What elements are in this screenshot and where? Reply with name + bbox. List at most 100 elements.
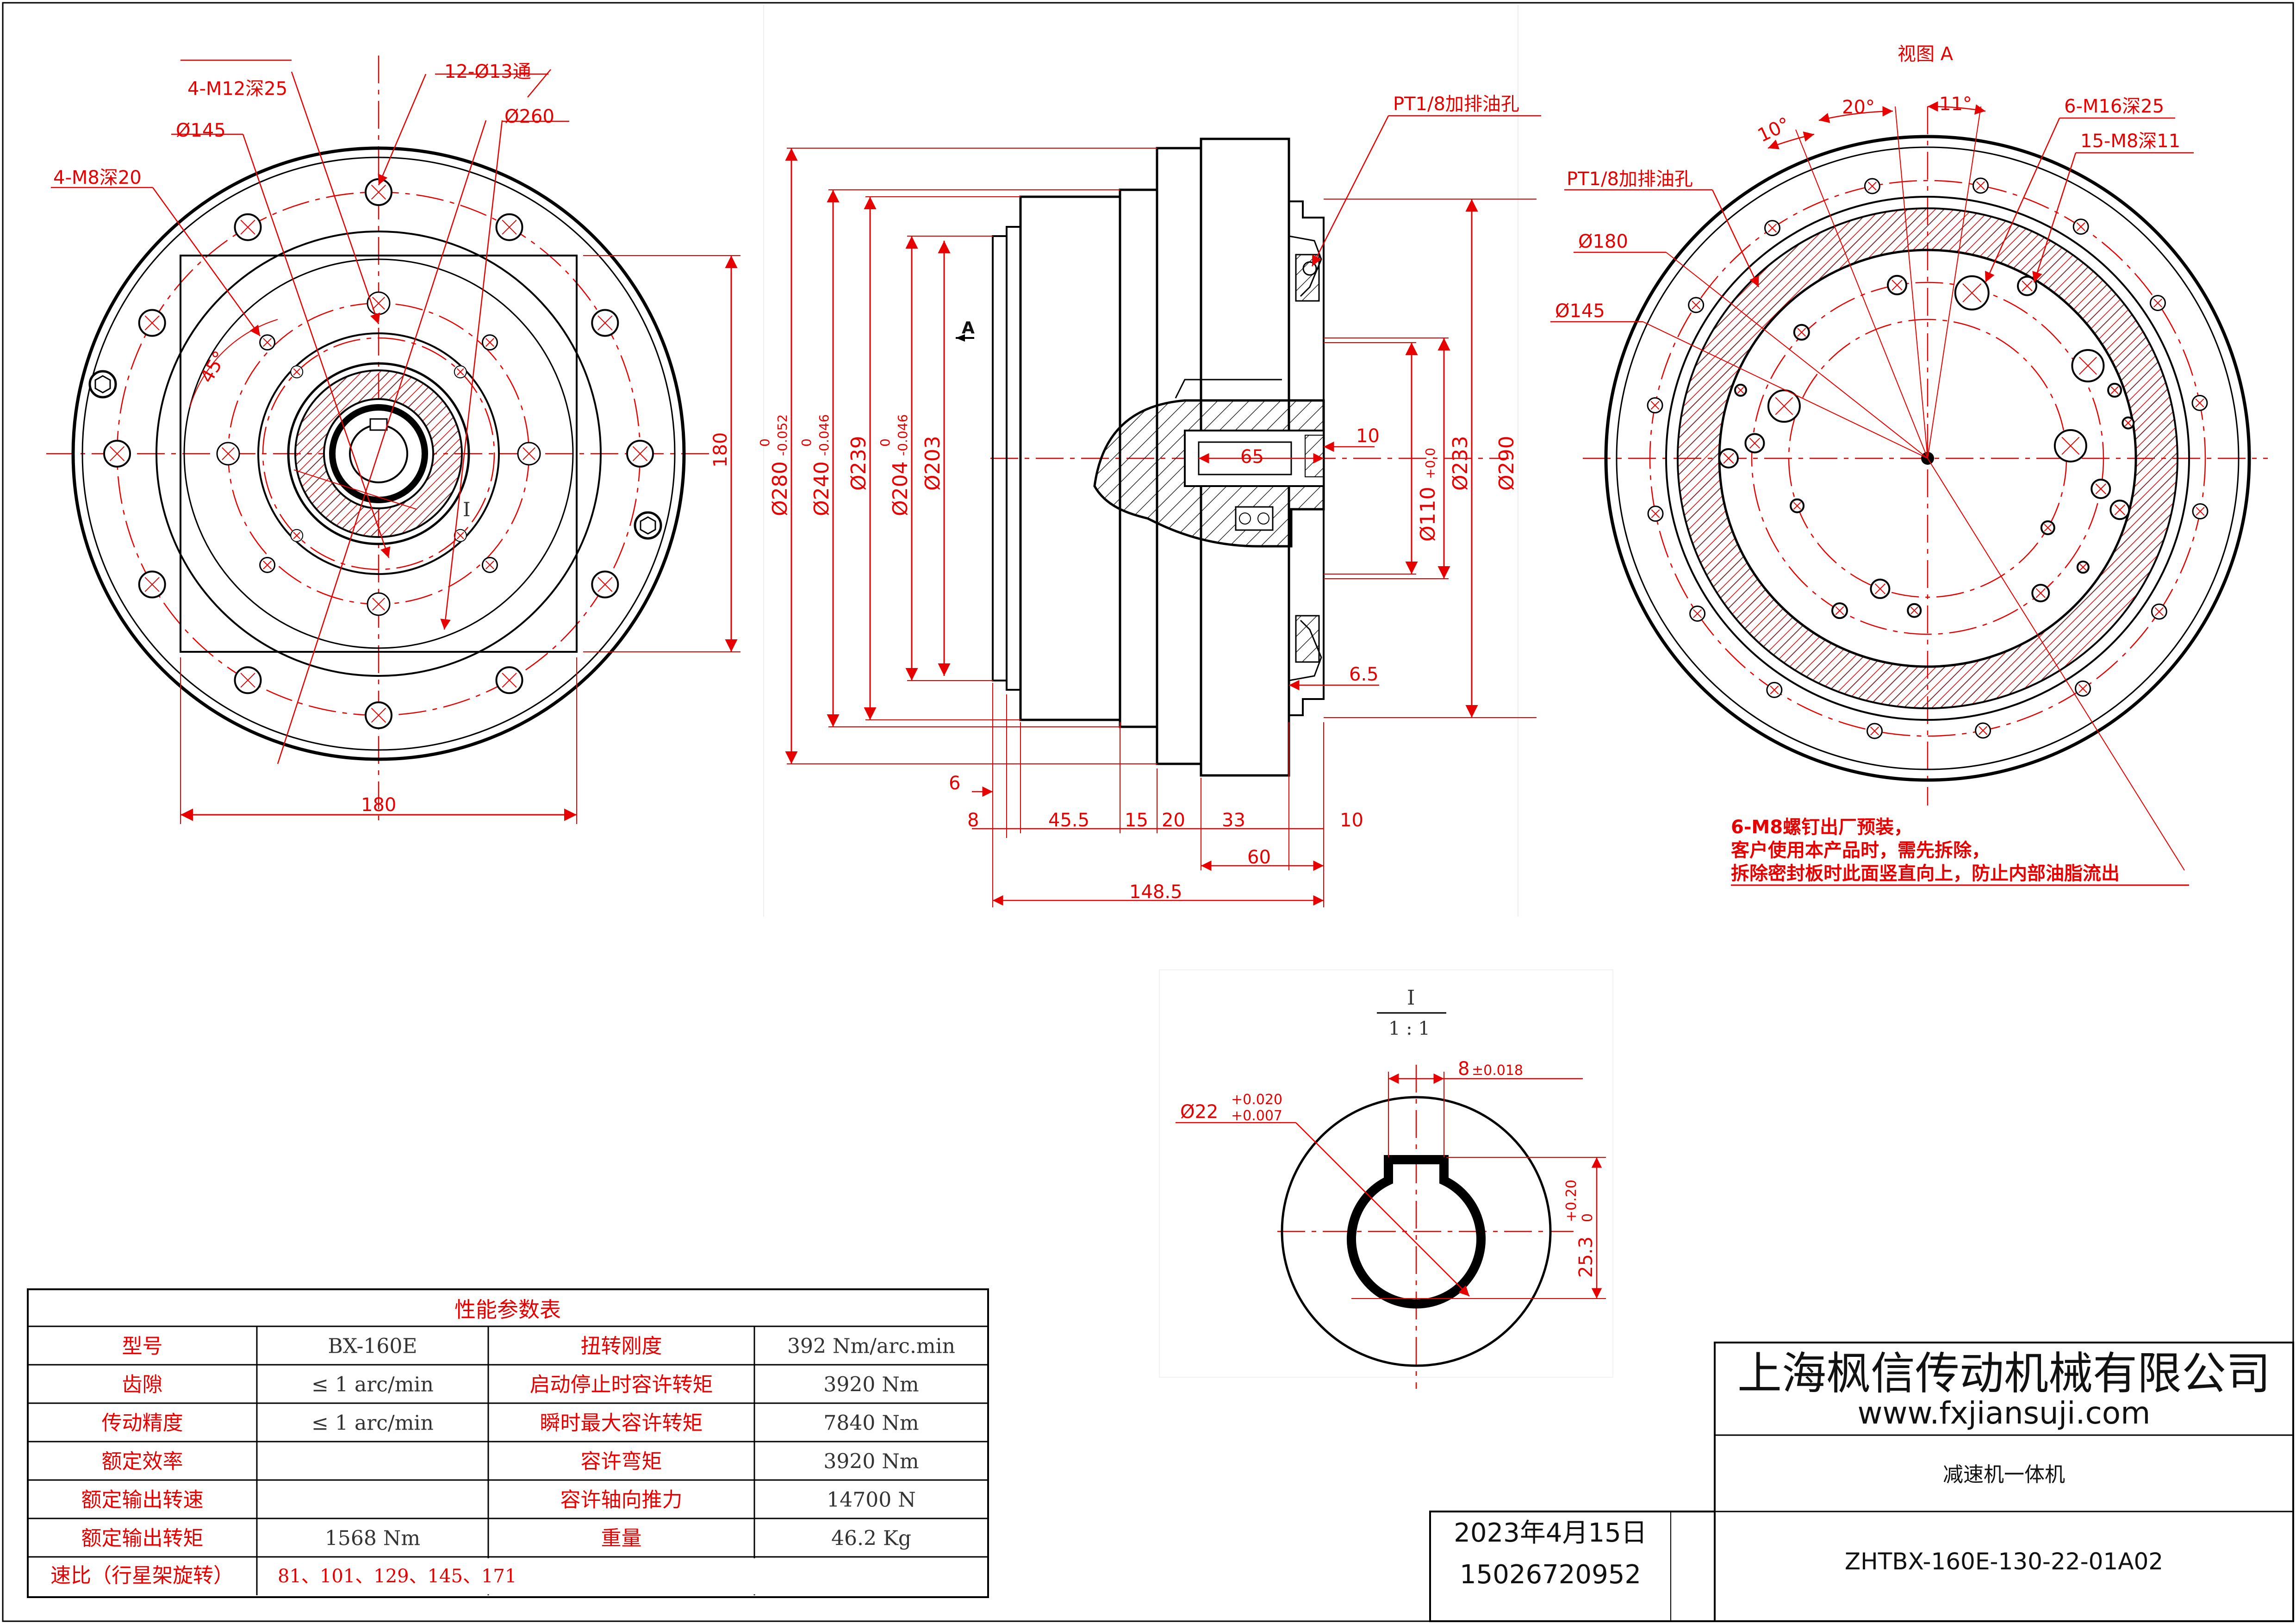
bore-dia-label: Ø22 bbox=[1180, 1101, 1218, 1123]
drawing-date: 2023年4月15日 bbox=[1454, 1518, 1647, 1548]
table-cell: 容许弯矩 bbox=[581, 1450, 662, 1474]
note-line-2: 客户使用本产品时，需先拆除， bbox=[1731, 840, 1990, 861]
dim-d240-tol-upper: 0 bbox=[799, 438, 814, 447]
mounting-hole bbox=[1907, 603, 1922, 618]
mounting-hole bbox=[2076, 561, 2090, 574]
dim-len-8: 8 bbox=[967, 810, 979, 831]
side-oil-hole-callout: PT1/8加排油孔 bbox=[1393, 94, 1519, 115]
dim-d204-tol-upper: 0 bbox=[877, 438, 893, 447]
title-block: 上海枫信传动机械有限公司 www.fxjiansuji.com 减速机一体机 2… bbox=[1429, 1342, 2294, 1622]
dim-d203: Ø203 bbox=[921, 436, 945, 491]
through-hole bbox=[495, 213, 523, 241]
mounting-hole bbox=[1870, 578, 1891, 599]
tapped-hole-m8 bbox=[481, 556, 498, 573]
dim-d204: Ø204 bbox=[889, 461, 912, 516]
table-cell: 3920 Nm bbox=[823, 1450, 919, 1474]
through-hole bbox=[365, 178, 392, 206]
dim-d290: Ø290 bbox=[1495, 436, 1518, 491]
dim-d204-tol-lower: -0.046 bbox=[895, 414, 910, 456]
ratio-value: 81、101、129、145、171 bbox=[278, 1566, 516, 1587]
outer-hole bbox=[1864, 178, 1880, 194]
mounting-hole bbox=[1718, 448, 1739, 468]
mounting-hole bbox=[2053, 429, 2087, 462]
mounting-hole bbox=[2109, 500, 2130, 520]
drawing-number: ZHTBX-160E-130-22-01A02 bbox=[1845, 1548, 2163, 1575]
small-hole bbox=[290, 365, 304, 379]
dim-d233: Ø233 bbox=[1449, 436, 1472, 491]
mounting-hole bbox=[2017, 275, 2037, 296]
table-cell: 扭转刚度 bbox=[581, 1335, 662, 1358]
table-cell: 额定效率 bbox=[102, 1450, 183, 1474]
mounting-hole bbox=[1887, 275, 1908, 295]
table-cell: BX-160E bbox=[328, 1335, 417, 1358]
dim-len-148-5: 148.5 bbox=[1129, 881, 1182, 903]
angle-11-label: 11° bbox=[1939, 94, 1972, 115]
key-depth-label: 25.3 bbox=[1575, 1237, 1597, 1278]
outer-hole bbox=[1972, 177, 1989, 194]
dim-d280-tol-upper: 0 bbox=[757, 438, 772, 447]
mounting-hole bbox=[2071, 349, 2105, 382]
view-a-dia-180-callout: Ø180 bbox=[1578, 231, 1628, 252]
table-cell: 7840 Nm bbox=[823, 1412, 919, 1435]
dim-len-33: 33 bbox=[1222, 810, 1245, 831]
view-a-dia-145-callout: Ø145 bbox=[1555, 300, 1605, 322]
dim-d239: Ø239 bbox=[847, 436, 871, 491]
view-a-title: 视图 A bbox=[1898, 44, 1954, 65]
mounting-hole bbox=[1767, 389, 1801, 423]
dim-len-6-5: 6.5 bbox=[1349, 664, 1379, 685]
dim-d240: Ø240 bbox=[810, 461, 834, 516]
bore-tol-lower: +0.007 bbox=[1231, 1108, 1282, 1124]
outer-hole bbox=[2151, 603, 2167, 620]
table-cell: ≤ 1 arc/min bbox=[311, 1373, 434, 1397]
mounting-hole bbox=[1734, 383, 1747, 397]
table-cell: 14700 N bbox=[827, 1488, 915, 1512]
outer-hole bbox=[1764, 220, 1780, 237]
key-depth-tol-upper: +0.20 bbox=[1563, 1180, 1580, 1222]
dia-145-callout: Ø145 bbox=[176, 120, 226, 141]
note-line-1: 6-M8螺钉出厂预装， bbox=[1731, 817, 1912, 838]
dia-260-callout: Ø260 bbox=[504, 106, 554, 127]
through-hole bbox=[138, 570, 166, 599]
through-hole bbox=[234, 213, 262, 241]
mounting-hole bbox=[1744, 433, 1765, 454]
dim-d240-tol-lower: -0.046 bbox=[816, 414, 832, 456]
tapped-hole-m12 bbox=[517, 442, 541, 466]
dim-len-10-bottom: 10 bbox=[1340, 810, 1363, 831]
dim-len-65: 65 bbox=[1240, 446, 1264, 468]
table-cell: 齿隙 bbox=[122, 1373, 163, 1397]
mounting-hole bbox=[2122, 416, 2135, 430]
tapped-hole-m8 bbox=[259, 334, 276, 351]
dim-len-45-5: 45.5 bbox=[1048, 810, 1089, 831]
through-hole bbox=[495, 666, 523, 694]
outer-hole bbox=[1688, 297, 1705, 313]
dim-len-6: 6 bbox=[949, 773, 960, 794]
key-width-tol: ±0.018 bbox=[1472, 1062, 1523, 1079]
through-hole bbox=[234, 666, 262, 694]
mounting-hole bbox=[2107, 382, 2122, 398]
contact-phone: 15026720952 bbox=[1460, 1560, 1641, 1590]
detail-i-scale: 1 : 1 bbox=[1388, 1018, 1430, 1039]
outer-hole bbox=[2075, 680, 2091, 697]
through-hole bbox=[591, 570, 619, 599]
table-cell: 型号 bbox=[122, 1335, 163, 1358]
dim-len-20: 20 bbox=[1162, 810, 1185, 831]
mounting-hole bbox=[1793, 324, 1810, 341]
section-mark-i: I bbox=[463, 498, 471, 521]
through-holes-callout: 12-Ø13通 bbox=[444, 61, 531, 82]
tapped-m8-callout: 4-M8深20 bbox=[53, 167, 142, 188]
table-cell: 1568 Nm bbox=[325, 1527, 420, 1550]
through-hole bbox=[626, 440, 654, 468]
product-name: 减速机一体机 bbox=[1943, 1463, 2065, 1487]
performance-table-title: 性能参数表 bbox=[454, 1297, 561, 1322]
height-180-label: 180 bbox=[710, 432, 731, 468]
table-cell: 传动精度 bbox=[102, 1412, 183, 1435]
tapped-hole-m8 bbox=[259, 556, 276, 573]
mounting-hole bbox=[1831, 602, 1848, 619]
detail-i: I 1 : 1 8 ±0.018 Ø22 +0.020 +0.007 25.3 … bbox=[1159, 969, 1613, 1389]
outer-hole bbox=[1975, 722, 1991, 739]
small-hole bbox=[454, 365, 467, 379]
note-line-3: 拆除密封板时此面竖直向上，防止内部油脂流出 bbox=[1731, 863, 2120, 884]
company-name: 上海枫信传动机械有限公司 bbox=[1737, 1348, 2271, 1399]
